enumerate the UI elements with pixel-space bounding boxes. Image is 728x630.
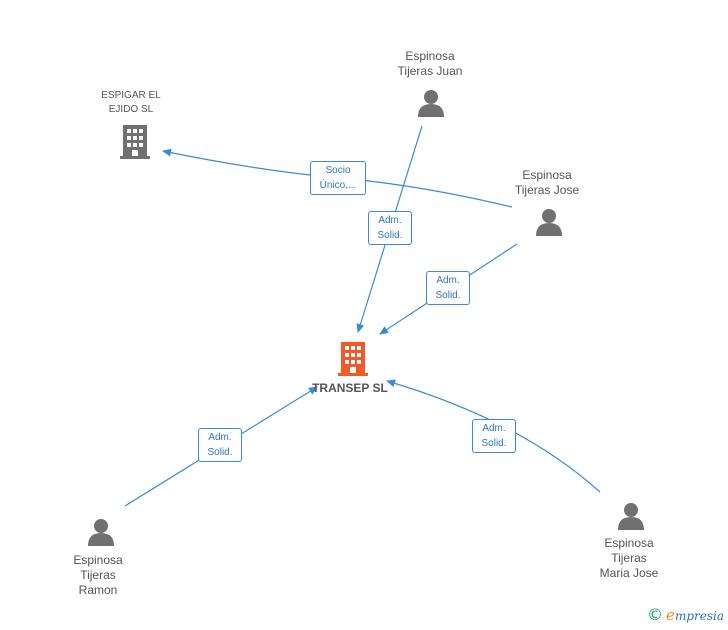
- building-icon[interactable]: [338, 342, 368, 376]
- edge-label-ramon-transep[interactable]: Adm. Solid.: [198, 428, 242, 462]
- edge-label-jose-espigar[interactable]: Socio Único,...: [310, 161, 366, 195]
- node-label-maria: Espinosa Tijeras Maria Jose: [599, 536, 659, 580]
- person-icon[interactable]: [618, 503, 644, 530]
- person-icon[interactable]: [536, 209, 562, 236]
- edge-label-jose-transep[interactable]: Adm. Solid.: [426, 271, 470, 305]
- node-label-transep[interactable]: TRANSEP SL: [312, 381, 388, 395]
- node-label-espigar: ESPIGAR EL EJIDO SL: [101, 90, 161, 115]
- person-icon[interactable]: [418, 90, 444, 117]
- edge-label-juan-transep[interactable]: Adm. Solid.: [368, 211, 412, 245]
- brand-name: empresia: [666, 605, 724, 624]
- brand-logo[interactable]: © empresia: [647, 605, 724, 624]
- node-label-ramon: Espinosa Tijeras Ramon: [73, 553, 123, 597]
- building-icon[interactable]: [120, 125, 150, 159]
- person-icon[interactable]: [88, 519, 114, 546]
- edge-label-maria-transep[interactable]: Adm. Solid.: [472, 419, 516, 453]
- copyright-icon: ©: [647, 605, 664, 624]
- node-label-jose: Espinosa Tijeras Jose: [514, 168, 580, 197]
- node-label-juan: Espinosa Tijeras Juan: [397, 49, 463, 78]
